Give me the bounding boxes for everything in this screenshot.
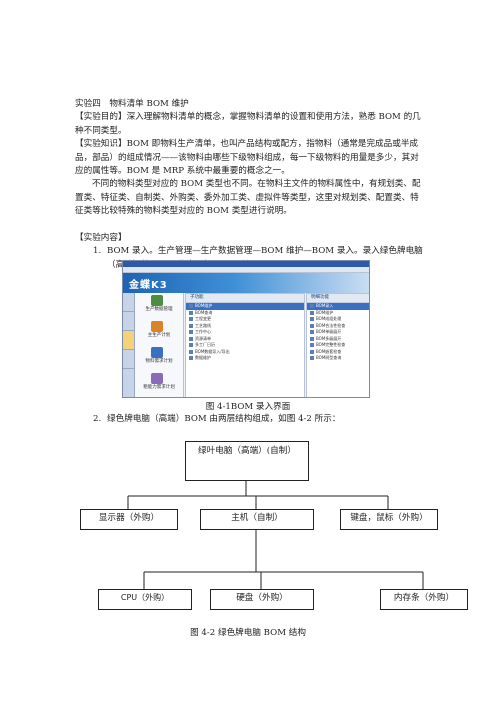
folder-icon bbox=[189, 304, 193, 308]
function-row[interactable]: 数据维护 bbox=[186, 355, 304, 362]
function-row[interactable]: BOM维护 bbox=[186, 303, 304, 310]
detail-row[interactable]: BOM嵌套检查 bbox=[307, 349, 369, 356]
folder-icon bbox=[189, 330, 193, 334]
folder-icon bbox=[189, 336, 193, 341]
detail-row[interactable]: BOM录入 bbox=[307, 303, 369, 310]
detail-row[interactable]: BOM成组处理 bbox=[307, 316, 369, 323]
knowledge-paragraph: 【实验知识】BOM 即物料生产清单，也叫产品结构或配方，指物料（通常是完成品或半… bbox=[75, 139, 419, 176]
kingdee-logo: 金蝶K3 bbox=[129, 280, 168, 291]
bom-root-node: 绿叶电脑（高端）(自制） bbox=[185, 441, 309, 481]
doc-icon bbox=[310, 323, 314, 328]
window-titlebar bbox=[123, 261, 369, 267]
list-number: 1. bbox=[93, 246, 102, 256]
function-row[interactable]: 工程变更 bbox=[186, 316, 304, 323]
list-item-2: 2. 绿色牌电脑（高端）BOM 由两层结构组成，如图 4-2 所示： bbox=[93, 413, 428, 427]
bom-node-display: 显示器（外购） bbox=[80, 509, 178, 530]
detail-row[interactable]: BOM完整性检查 bbox=[307, 342, 369, 349]
bom-node-harddisk: 硬盘（外购） bbox=[210, 589, 314, 610]
detail-row[interactable]: BOM维护 bbox=[307, 310, 369, 317]
module-item[interactable]: 物料需求计划 bbox=[135, 345, 183, 371]
function-row[interactable]: 资源清单 bbox=[186, 336, 304, 343]
left-tab[interactable] bbox=[123, 312, 134, 331]
left-tab-active[interactable] bbox=[123, 331, 134, 350]
experiment-heading: 实验四 物料清单 BOM 维护 bbox=[75, 99, 189, 109]
function-row[interactable]: 工艺路线 bbox=[186, 323, 304, 330]
module-label: 物料需求计划 bbox=[145, 359, 173, 364]
detail-row[interactable]: BOM树型查询 bbox=[307, 355, 369, 362]
left-tab[interactable] bbox=[123, 293, 134, 312]
module-item[interactable]: 生产数据管理 bbox=[135, 293, 183, 319]
sub-function-pane: 子功能 BOM维护 BOM查询 工程变更 工艺路线 工作中心 资源清单 多工厂日… bbox=[185, 293, 305, 397]
function-row[interactable]: BOM查询 bbox=[186, 310, 304, 317]
module-label: 主生产计划 bbox=[147, 333, 171, 338]
doc-icon bbox=[310, 349, 314, 354]
types-paragraph: 不同的物料类型对应的 BOM 类型也不同。在物料主文件的物料属性中，有规划类、配… bbox=[75, 179, 421, 216]
left-tab[interactable] bbox=[123, 350, 134, 369]
folder-icon bbox=[189, 343, 193, 347]
folder-icon bbox=[189, 310, 193, 315]
production-data-icon bbox=[151, 295, 163, 306]
detail-row[interactable]: BOM多级展开 bbox=[307, 336, 369, 343]
bom-node-memory: 内存条（外购） bbox=[380, 589, 468, 610]
doc-icon bbox=[310, 330, 314, 334]
bom-node-keyboard-mouse: 键盘，鼠标（外购） bbox=[340, 509, 438, 530]
list-number: 2. bbox=[93, 414, 102, 424]
doc-icon bbox=[310, 336, 314, 341]
module-label: 生产数据管理 bbox=[145, 307, 173, 312]
detail-row[interactable]: BOM单级展开 bbox=[307, 329, 369, 336]
figure-caption: 图 4-1BOM 录入界面 bbox=[205, 402, 291, 412]
detail-row[interactable]: BOM合法性检查 bbox=[307, 323, 369, 330]
folder-icon bbox=[189, 323, 193, 328]
doc-icon bbox=[310, 343, 314, 347]
module-icon-column: 生产数据管理 主生产计划 物料需求计划 粗能力需求计划 bbox=[135, 293, 184, 397]
folder-icon bbox=[189, 349, 193, 354]
mrp-icon bbox=[151, 347, 163, 358]
doc-icon bbox=[310, 356, 314, 360]
purpose-paragraph: 【实验目的】深入理解物料清单的概念，掌握物料清单的设置和使用方法，熟悉 BOM … bbox=[75, 112, 421, 136]
module-label: 粗能力需求计划 bbox=[143, 385, 175, 390]
content-title: 【实验内容】 bbox=[75, 233, 127, 243]
figure-caption: 图 4-2 绿色牌电脑 BOM 结构 bbox=[190, 628, 306, 638]
doc-icon bbox=[310, 317, 314, 321]
folder-icon bbox=[189, 317, 193, 321]
k3-banner: 金蝶K3 bbox=[123, 273, 369, 293]
left-tab-strip bbox=[123, 293, 135, 397]
bom-node-cpu: CPU（外购） bbox=[98, 589, 192, 610]
list-item-text: 绿色牌电脑（高端）BOM 由两层结构组成，如图 4-2 所示： bbox=[107, 414, 341, 424]
doc-icon bbox=[310, 304, 314, 308]
detail-function-pane: 明细功能 BOM录入 BOM维护 BOM成组处理 BOM合法性检查 BOM单级展… bbox=[306, 293, 369, 397]
window-menubar bbox=[123, 267, 369, 273]
doc-icon bbox=[310, 310, 314, 315]
bom-node-mainframe: 主机（自制） bbox=[200, 509, 314, 530]
function-row[interactable]: BOM数据导入/导出 bbox=[186, 349, 304, 356]
module-item[interactable]: 主生产计划 bbox=[135, 319, 183, 345]
function-row[interactable]: 工作中心 bbox=[186, 329, 304, 336]
folder-icon bbox=[189, 356, 193, 360]
master-plan-icon bbox=[151, 321, 163, 332]
function-row[interactable]: 多工厂日历 bbox=[186, 342, 304, 349]
pane-title: 子功能 bbox=[186, 294, 304, 303]
module-item[interactable]: 粗能力需求计划 bbox=[135, 371, 183, 397]
capacity-plan-icon bbox=[151, 373, 163, 384]
pane-title: 明细功能 bbox=[307, 294, 369, 303]
k3-screenshot: 金蝶K3 生产数据管理 主生产计划 物料需求计划 粗能力需求计划 bbox=[122, 260, 370, 398]
